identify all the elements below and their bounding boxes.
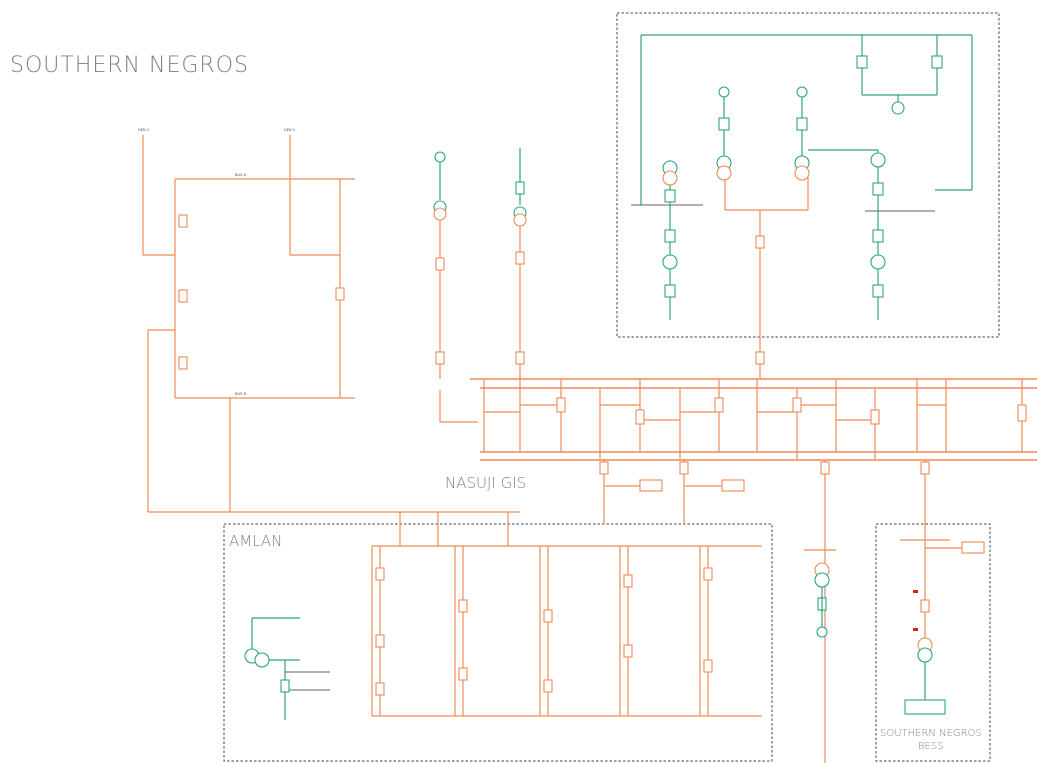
southern-negros-bess-label-line1: SOUTHERN NEGROS (880, 728, 982, 739)
svg-text:BUS A: BUS A (235, 173, 247, 177)
amlan-box (223, 523, 773, 762)
left-switchyard: GEN 1 GEN 2 BUS A BUS B (138, 128, 520, 513)
amlan-label: AMLAN (229, 532, 282, 550)
top-right-substation (631, 34, 973, 379)
svg-text:GEN 1: GEN 1 (138, 128, 149, 132)
amlan-switchyard (244, 512, 762, 720)
middle-feeders (433, 148, 527, 379)
svg-text:GEN 2: GEN 2 (284, 128, 295, 132)
nasuji-gis-label: NASUJI GIS (445, 474, 526, 492)
nasuji-bus-system (470, 378, 1037, 461)
bess-feeder (900, 539, 985, 715)
southern-negros-bess-label-line2: BESS (918, 741, 944, 752)
nasuji-outgoing-feeders (599, 460, 930, 763)
svg-text:BUS B: BUS B (235, 392, 247, 396)
diagram-title: SOUTHERN NEGROS (10, 53, 249, 78)
nasuji-bays (484, 379, 1027, 460)
southern-negros-bess-box (875, 523, 991, 762)
top-right-substation-box (616, 12, 1000, 338)
